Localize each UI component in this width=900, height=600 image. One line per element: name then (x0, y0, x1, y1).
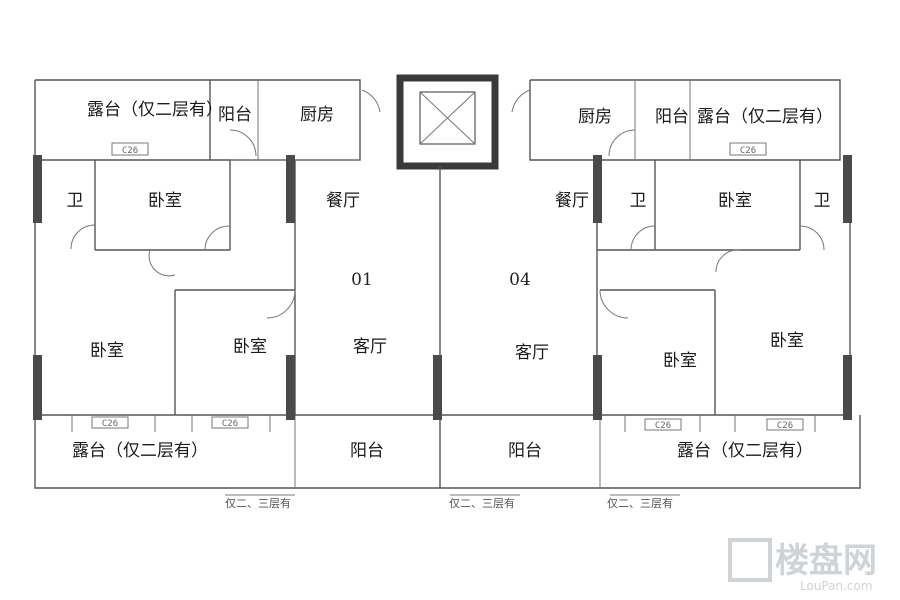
room-bath-right-inner: 卫 (630, 191, 647, 211)
room-terrace-bottom-right: 露台（仅二层有） (677, 441, 813, 461)
window-tag: C26 (102, 419, 118, 429)
room-kitchen-left: 厨房 (300, 105, 334, 125)
window-tag: C26 (122, 146, 138, 156)
unit-number-right: 04 (509, 270, 531, 290)
door-swings (70, 89, 825, 319)
room-kitchen-right: 厨房 (578, 107, 612, 127)
left-unit-labels: 露台（仅二层有） 阳台 厨房 卫 卧室 餐厅 01 卧室 卧室 客厅 露台（仅二… (67, 100, 388, 461)
room-living-right: 客厅 (515, 343, 549, 363)
watermark-site: LouPan.com (800, 579, 873, 593)
window-tag: C26 (777, 421, 793, 431)
columns (33, 155, 852, 420)
room-bath-right-outer: 卫 (814, 191, 831, 211)
room-living-left: 客厅 (353, 337, 387, 357)
room-bedroom-br-outer: 卧室 (770, 331, 804, 351)
right-unit-labels: 厨房 阳台 露台（仅二层有） 餐厅 卫 卧室 卫 04 客厅 卧室 卧室 阳台 … (508, 107, 833, 461)
room-bedroom-bl: 卧室 (90, 341, 124, 361)
floor-note-2: 仅二、三层有 (449, 496, 515, 510)
unit-number-left: 01 (351, 270, 373, 290)
room-bedroom-master-right: 卧室 (718, 191, 752, 211)
room-bedroom-bm: 卧室 (233, 337, 267, 357)
room-bedroom-br-inner: 卧室 (663, 351, 697, 371)
windows: C26 C26 C26 C26 C26 C26 (91, 142, 804, 431)
watermark: 楼盘网 LouPan.com (728, 538, 877, 593)
room-terrace-bottom-left: 露台（仅二层有） (72, 441, 208, 461)
watermark-brand: 楼盘网 (775, 541, 877, 581)
room-balcony-top-left: 阳台 (218, 105, 252, 125)
room-balcony-top-right: 阳台 (655, 107, 689, 127)
window-tag: C26 (740, 146, 756, 156)
room-dining-left: 餐厅 (326, 191, 360, 211)
room-terrace-top-right: 露台（仅二层有） (697, 107, 833, 127)
floor-notes: 仅二、三层有 仅二、三层有 仅二、三层有 (225, 494, 680, 510)
room-terrace-top-left: 露台（仅二层有） (87, 100, 223, 120)
room-bedroom-master-left: 卧室 (148, 191, 182, 211)
floor-note-3: 仅二、三层有 (607, 496, 673, 510)
window-tag: C26 (222, 419, 238, 429)
room-bath-left: 卫 (67, 191, 84, 211)
room-balcony-bottom-right: 阳台 (508, 441, 542, 461)
room-balcony-bottom-left: 阳台 (350, 441, 384, 461)
floor-note-1: 仅二、三层有 (225, 496, 291, 510)
window-tag: C26 (655, 421, 671, 431)
walls (34, 74, 861, 489)
room-dining-right: 餐厅 (555, 191, 589, 211)
